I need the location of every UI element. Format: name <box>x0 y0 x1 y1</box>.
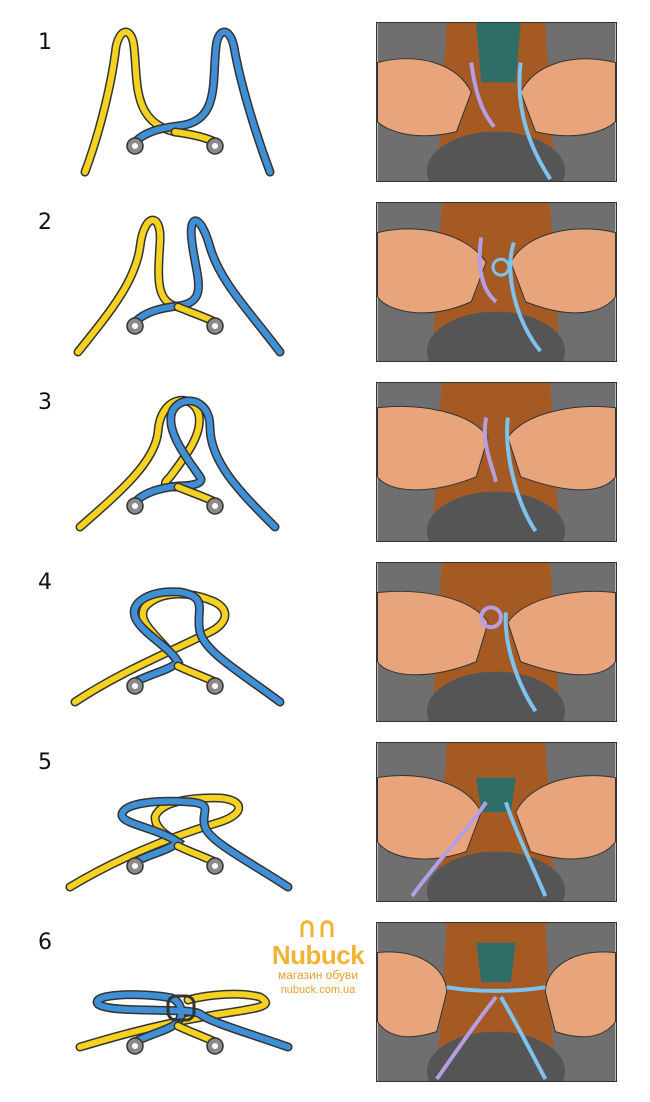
step-row: 6 <box>0 922 650 1102</box>
step-number: 1 <box>38 30 52 55</box>
logo-brand: Nubuck <box>271 940 365 970</box>
hands-photo-step-6 <box>376 922 617 1082</box>
hands-photo-step-2 <box>376 202 617 362</box>
horseshoe-icon <box>300 920 334 937</box>
step-row: 2 <box>0 202 650 382</box>
hands-photo-step-4 <box>376 562 617 722</box>
step-number: 5 <box>38 750 52 775</box>
step-number: 3 <box>38 390 52 415</box>
step-number: 2 <box>38 210 52 235</box>
logo-url: nubuck.com.ua <box>280 984 356 996</box>
step-number: 4 <box>38 570 52 595</box>
lace-diagram-step-2 <box>73 215 285 357</box>
step-row: 5 <box>0 742 650 922</box>
step-number: 6 <box>38 930 52 955</box>
step-row: 4 <box>0 562 650 742</box>
lace-diagram-step-5 <box>65 793 293 892</box>
lace-diagram-step-3 <box>75 395 280 532</box>
step-row: 3 <box>0 382 650 562</box>
step-row: 1 <box>0 22 650 202</box>
hands-photo-step-3 <box>376 382 617 542</box>
hands-photo-step-5 <box>376 742 617 902</box>
lace-diagram-step-6 <box>75 989 293 1055</box>
hands-photo-step-1 <box>376 22 617 182</box>
nubuck-logo: Nubuck магазин обуви nubuck.com.ua <box>262 918 374 1004</box>
lace-diagram-step-4 <box>70 587 285 707</box>
logo-tagline: магазин обуви <box>277 968 359 982</box>
lace-diagram-step-1 <box>80 27 275 177</box>
